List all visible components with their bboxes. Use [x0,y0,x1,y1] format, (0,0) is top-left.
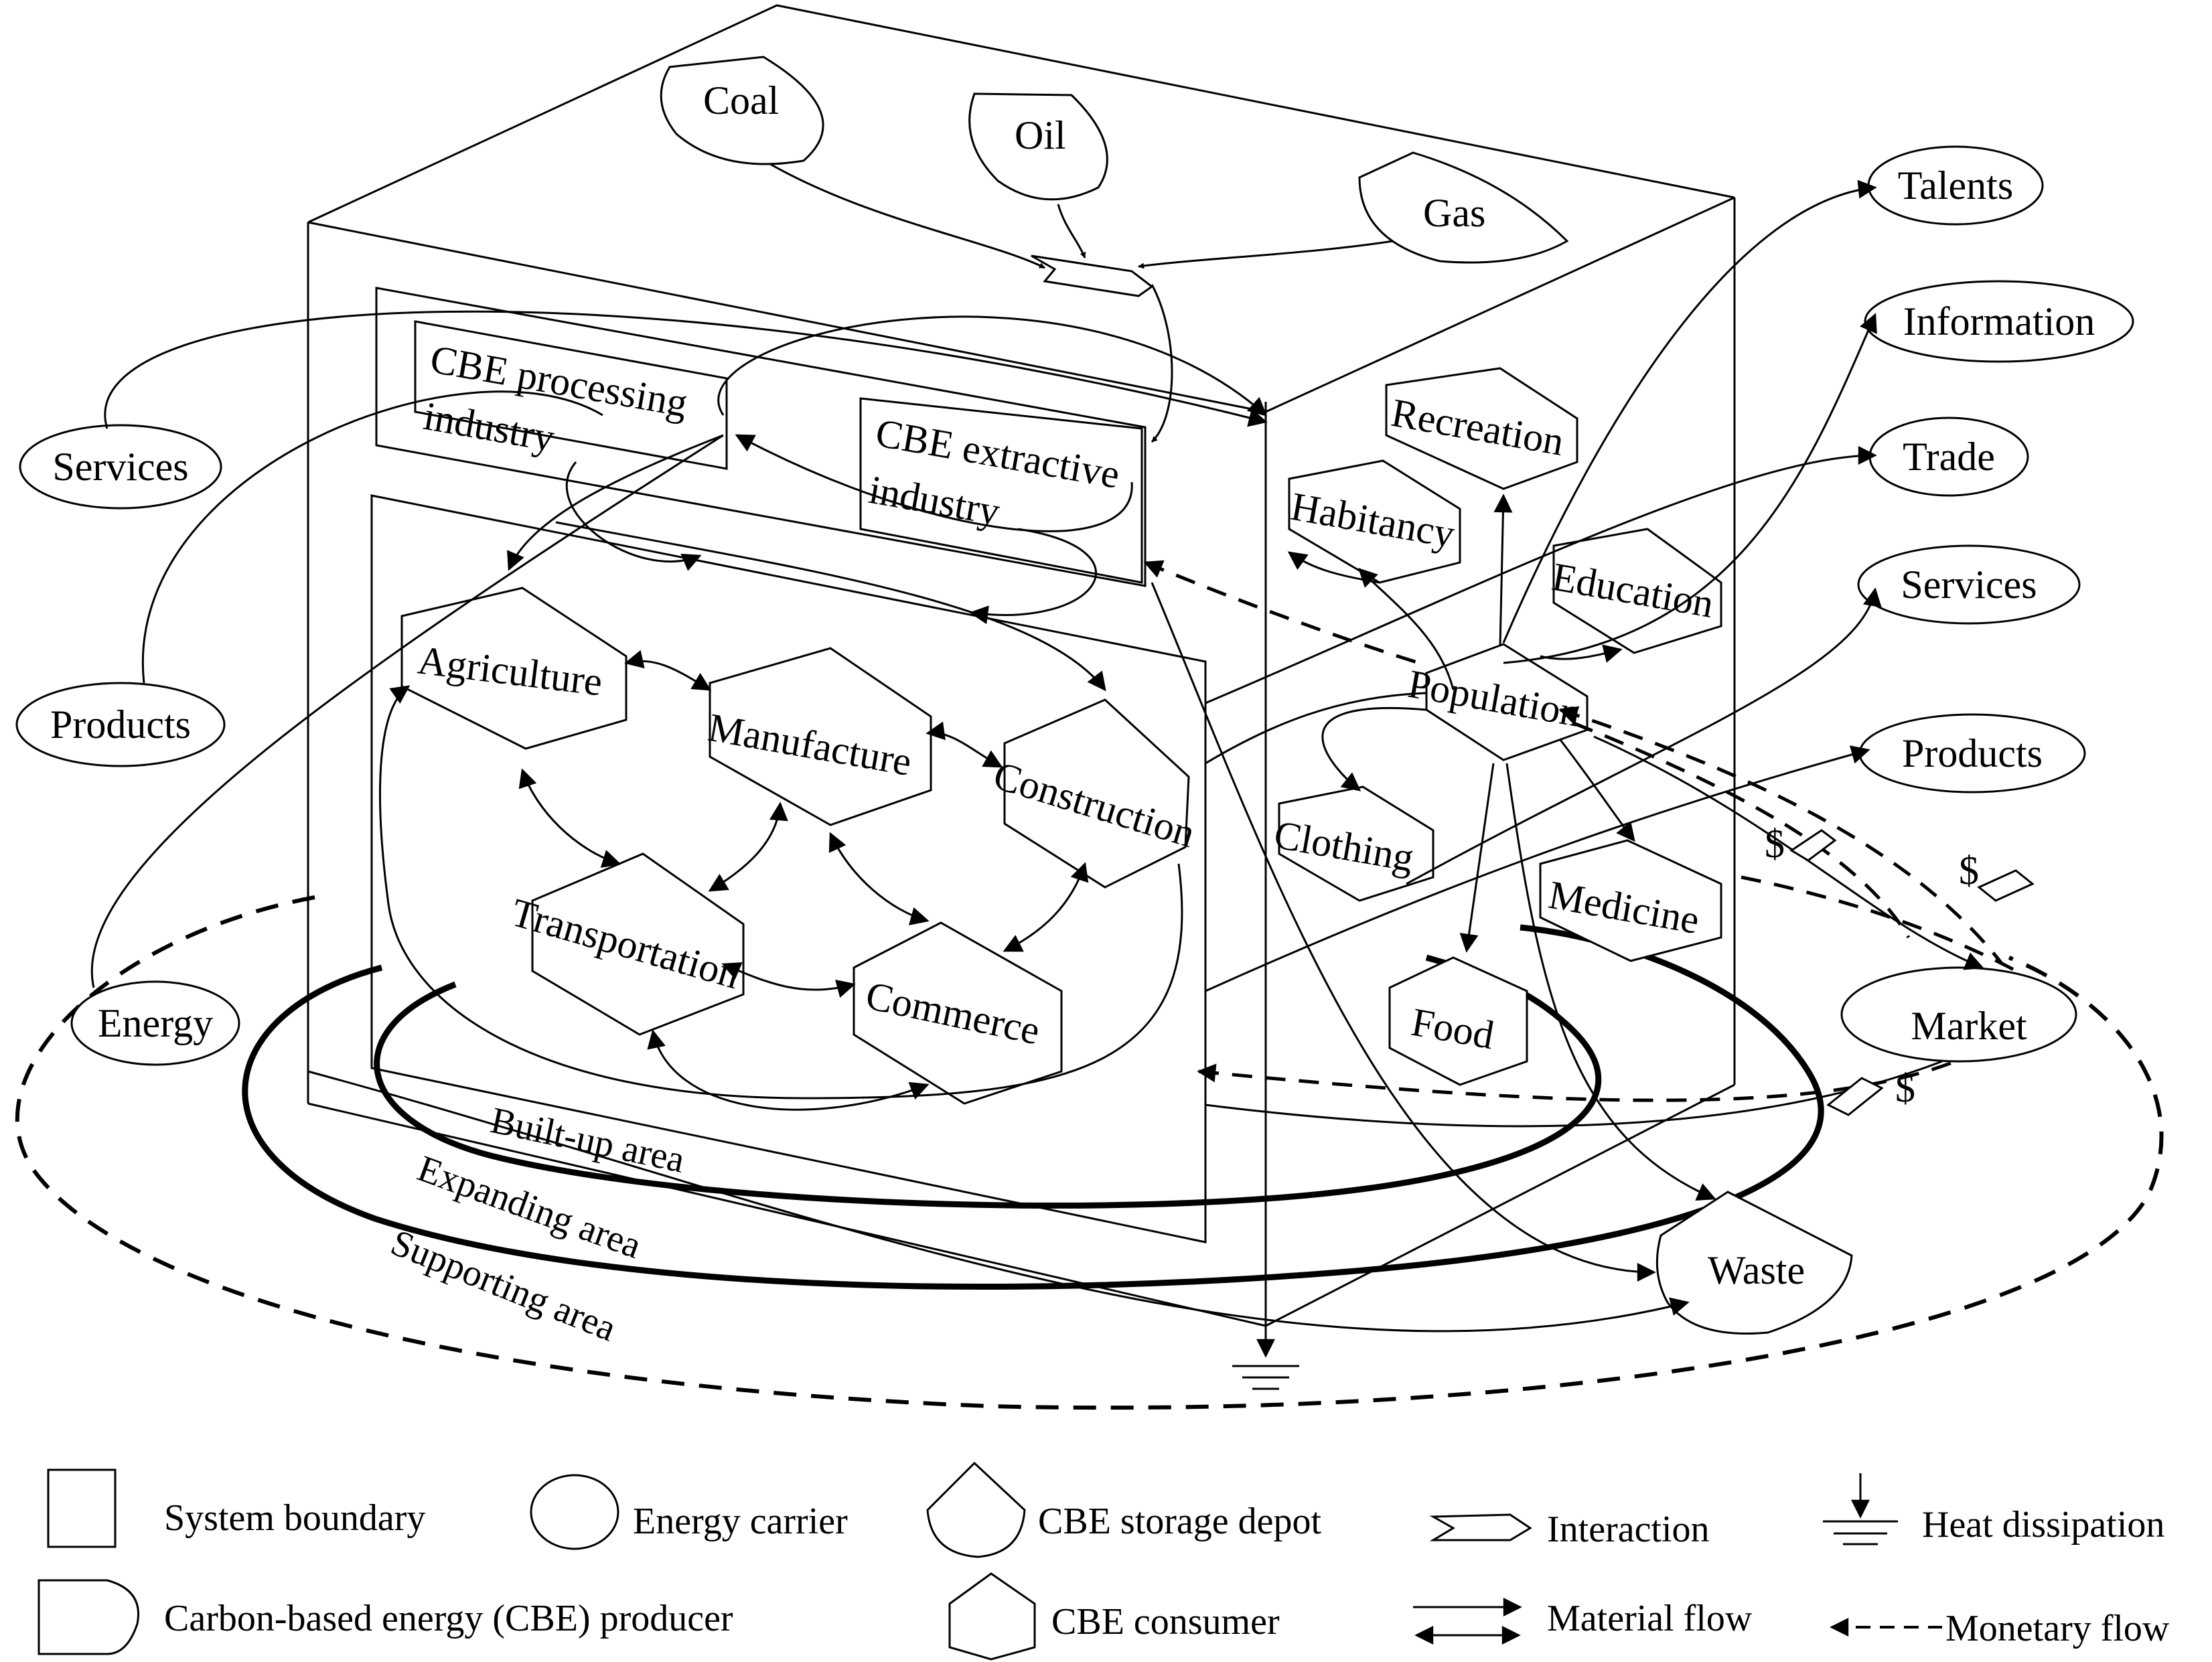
gas-producer: Gas [1358,151,1569,264]
trade-label: Trade [1903,435,1995,479]
services-right-carrier: Services [1857,544,2081,625]
legend-consumer-icon [948,1572,1036,1661]
gas-label: Gas [1423,191,1485,235]
extractive-industry: CBE extractive industry [859,397,1143,584]
population-consumer: Population [1405,643,1589,761]
legend-interaction-label: Interaction [1547,1509,1710,1550]
legend-storage-depot-label: CBE storage depot [1038,1501,1321,1542]
food-consumer: Food [1388,956,1528,1086]
agriculture-consumer: Agriculture [400,587,628,750]
legend-interaction-icon [1429,1513,1532,1541]
heat-dissipation-node [1232,402,1299,1390]
legend-energy-carrier-label: Energy carrier [633,1501,848,1542]
products-left-carrier: Products [15,682,226,767]
market-label: Market [1911,1004,2027,1048]
interaction-node [1031,254,1154,297]
education-consumer: Education [1549,528,1722,654]
oil-label: Oil [1015,113,1066,157]
recreation-consumer: Recreation [1385,367,1578,490]
medicine-consumer: Medicine [1539,839,1722,962]
legend-material-flow-label: Material flow [1547,1598,1753,1639]
legend-system-boundary-icon [47,1468,117,1548]
trade-carrier: Trade [1868,417,2029,497]
talents-label: Talents [1898,163,2013,208]
information-label: Information [1903,299,2095,344]
material-flows [90,179,1943,1333]
legend-consumer-label: CBE consumer [1051,1601,1280,1643]
built-up-area-boundary [374,954,1602,1209]
legend-storage-depot-icon [926,1461,1026,1558]
manufacture-consumer: Manufacture [705,647,932,826]
waste-depot: Waste [1655,1191,1853,1335]
products-right-label: Products [1902,731,2043,775]
commerce-consumer: Commerce [853,921,1063,1105]
legend: System boundary Energy carrier CBE stora… [38,1461,2170,1661]
market-carrier: Market [1840,966,2077,1063]
services-left-label: Services [52,445,188,489]
construction-consumer: Construction [988,698,1200,889]
legend-heat-dissipation-label: Heat dissipation [1922,1504,2164,1545]
legend-producer-label: Carbon-based energy (CBE) producer [164,1598,733,1639]
consumer-boundary [370,494,1207,1243]
habitancy-consumer: Habitancy [1288,459,1461,584]
supporting-area-boundary [15,895,2164,1410]
industry-boundary [375,287,1147,587]
talents-carrier: Talents [1867,145,2044,226]
coal-label: Coal [703,78,779,123]
legend-system-boundary-label: System boundary [164,1497,425,1539]
legend-producer-icon [38,1579,139,1655]
money-interaction-3 [1826,1077,1884,1116]
coal-producer: Coal [660,56,824,165]
oil-producer: Oil [968,92,1108,201]
money-interaction-2 [1977,869,2035,902]
energy-carrier: Energy [70,980,240,1066]
products-right-carrier: Products [1858,713,2086,794]
products-left-label: Products [50,702,191,747]
information-carrier: Information [1864,280,2134,363]
money-symbol-2: $ [1959,848,1979,893]
money-interaction-1 [1789,829,1837,862]
money-symbol-1: $ [1765,822,1785,866]
services-right-label: Services [1901,562,2037,607]
legend-energy-carrier-icon [530,1474,619,1550]
transportation-consumer: Transportation [506,852,745,1036]
monetary-flows [1143,560,2024,1102]
legend-monetary-flow-label: Monetary flow [1945,1608,2170,1649]
waste-label: Waste [1708,1248,1805,1292]
money-symbol-3: $ [1895,1066,1915,1110]
expanding-area-boundary [242,924,1824,1290]
energy-label: Energy [98,1001,213,1045]
services-left-carrier: Services [19,424,222,510]
